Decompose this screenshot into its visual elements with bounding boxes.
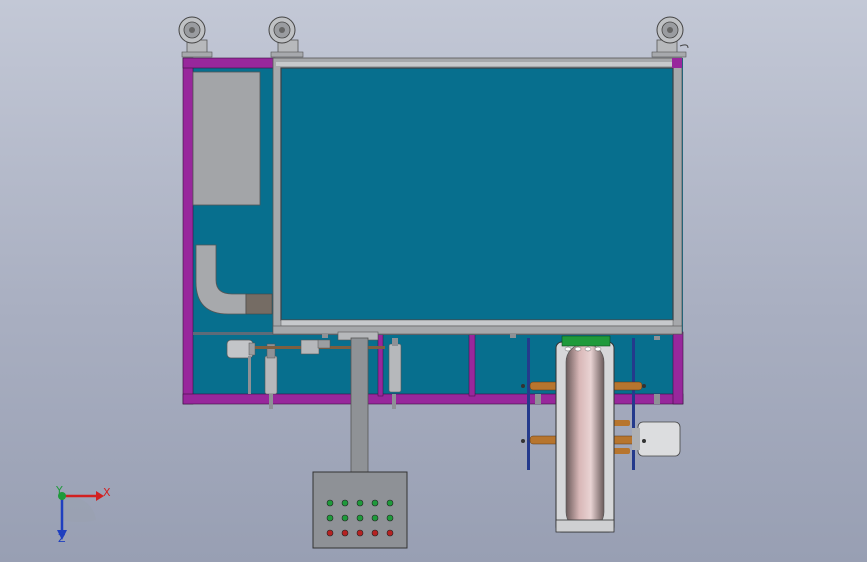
y-axis-marker — [58, 492, 66, 500]
control-button-green — [341, 514, 349, 522]
control-button-red — [341, 529, 349, 537]
z-axis-label: Z — [58, 532, 66, 545]
control-button-green — [386, 514, 394, 522]
control-button-green — [371, 499, 379, 507]
electrical-cabinet — [192, 71, 261, 206]
main-tank — [272, 57, 683, 335]
control-box — [312, 471, 408, 549]
coordinate-triad: X Y Z — [55, 484, 111, 545]
control-button-green — [386, 499, 394, 507]
control-button-green — [371, 514, 379, 522]
control-button-red — [356, 529, 364, 537]
roller-assembly — [521, 335, 681, 533]
z-axis-arrowhead — [57, 530, 67, 540]
x-axis-label: X — [103, 486, 111, 499]
x-axis-arrowhead — [96, 491, 104, 501]
control-button-red — [386, 529, 394, 537]
control-button-green — [326, 514, 334, 522]
motor-assembly-left — [226, 338, 402, 409]
y-axis-label: Y — [55, 484, 63, 497]
caster-wheel-left — [178, 16, 213, 58]
control-button-green — [356, 514, 364, 522]
caster-wheel-right — [651, 16, 689, 58]
control-button-red — [326, 529, 334, 537]
exhaust-duct — [195, 244, 273, 315]
control-stand — [337, 331, 379, 473]
control-button-red — [371, 529, 379, 537]
bolt-fixtures — [322, 334, 660, 404]
control-button-green — [356, 499, 364, 507]
control-button-green — [341, 499, 349, 507]
control-button-grid — [326, 499, 394, 537]
control-button-green — [326, 499, 334, 507]
caster-wheel-center — [268, 16, 304, 58]
